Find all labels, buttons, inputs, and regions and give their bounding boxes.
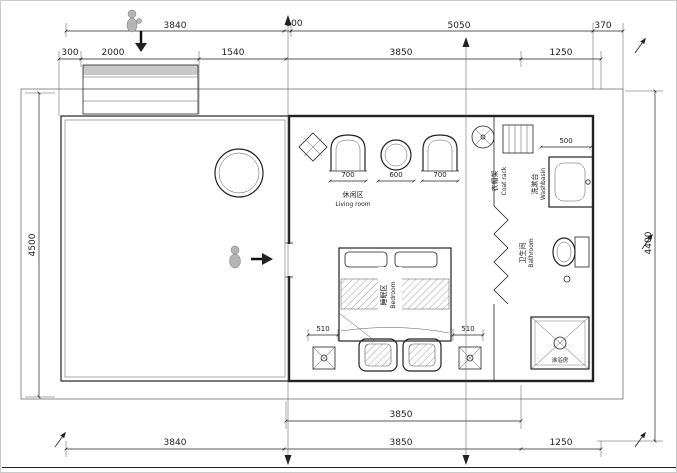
section-marker-top-right (634, 37, 646, 54)
pillow-right (394, 251, 438, 268)
nightstand-left (312, 346, 336, 370)
shower-label-zh: 淋浴房 (552, 356, 569, 364)
entry-arrow-icon (135, 31, 147, 52)
bedside-dimensions: 510 510 (306, 325, 485, 341)
fan-symbol (471, 125, 495, 149)
dim-upper-1250: 1250 (550, 48, 573, 58)
dim-bottom-inner-3850: 3850 (390, 410, 413, 420)
living-room-label: 休闲区 Living room (335, 190, 370, 208)
dim-bottom-3840: 3840 (164, 438, 187, 448)
furniture-dimensions: 700 600 700 (328, 171, 460, 183)
building-walls (285, 114, 595, 383)
dim-table-600: 600 (389, 171, 402, 179)
dim-right-4400: 4400 (644, 231, 654, 254)
dim-upper-1540: 1540 (222, 48, 245, 58)
bathroom-label-zh: 卫生间 (518, 243, 527, 264)
pillow-left (344, 251, 388, 268)
dimension-right: 4400 (597, 89, 663, 443)
folding-partition (493, 205, 509, 305)
dim-top-100: 100 (285, 19, 302, 29)
living-room-label-en: Living room (335, 201, 370, 208)
dim-top-370: 370 (594, 21, 611, 31)
dim-chair-700b: 700 (433, 171, 446, 179)
living-room-label-zh: 休闲区 (343, 190, 364, 199)
dim-top-5050: 5050 (448, 21, 471, 31)
armchair-right (402, 338, 442, 372)
person-icon (229, 245, 241, 269)
floor-drain (563, 275, 571, 283)
dimension-bottom-inner: 3850 (284, 385, 523, 429)
dim-510-left: 510 (316, 325, 329, 333)
coat-rack-label-en: Coat rack (501, 166, 508, 195)
coat-rack (502, 124, 534, 154)
entry-steps (82, 64, 199, 115)
section-line-right (462, 37, 470, 465)
roof-overhang-outline (20, 88, 624, 400)
bathroom-label-en: Bathroom (528, 238, 535, 268)
round-table (214, 148, 264, 198)
lamp-symbol (298, 132, 328, 162)
door-opening (286, 244, 293, 276)
dimension-top-row: 3840 100 5050 370 (64, 19, 625, 89)
section-marker-bottom-right (634, 431, 646, 448)
coffee-table (380, 139, 412, 171)
bathroom-partition (493, 116, 509, 381)
dim-top-3840: 3840 (164, 21, 187, 31)
coat-rack-label-zh: 衣帽架 (490, 171, 499, 192)
section-line-left (284, 15, 292, 465)
dimension-upper-row: 300 2000 1540 3850 1250 (57, 48, 603, 116)
door-arrow-icon (251, 253, 273, 265)
dim-bottom-1250: 1250 (550, 438, 573, 448)
arch-chair-left (328, 134, 368, 172)
nightstand-right (458, 346, 482, 370)
washbasin-label-zh: 洗漱台 (530, 174, 539, 195)
arch-chair-right (420, 134, 460, 172)
dim-upper-2000: 2000 (102, 48, 125, 58)
toilet (552, 236, 590, 283)
bed: 睡眠区 Bedroom (338, 247, 452, 342)
dim-500: 500 (559, 137, 572, 145)
dim-left-4500: 4500 (28, 233, 38, 256)
bedroom-label-zh: 睡眠区 (380, 285, 388, 306)
section-marker-mid-right (641, 233, 653, 250)
dimension-left: 4500 (25, 91, 55, 399)
dim-bottom-3850: 3850 (390, 438, 413, 448)
bedroom-label-en: Bedroom (390, 281, 397, 308)
entry-person-icon (126, 9, 142, 33)
dimension-bottom-row: 3840 3850 1250 (64, 438, 603, 457)
deck-outline (60, 115, 290, 382)
washbasin-label-en: Washbasin (540, 168, 547, 200)
shower: 淋浴房 (530, 316, 590, 370)
armchair-left (358, 338, 398, 372)
dim-chair-700a: 700 (341, 171, 354, 179)
dim-upper-3850: 3850 (390, 48, 413, 58)
dim-510-right: 510 (461, 325, 474, 333)
section-marker-bottom-left (54, 431, 66, 448)
dimension-closet: 500 (539, 137, 593, 149)
dim-upper-300: 300 (61, 48, 78, 58)
washbasin (548, 156, 594, 208)
